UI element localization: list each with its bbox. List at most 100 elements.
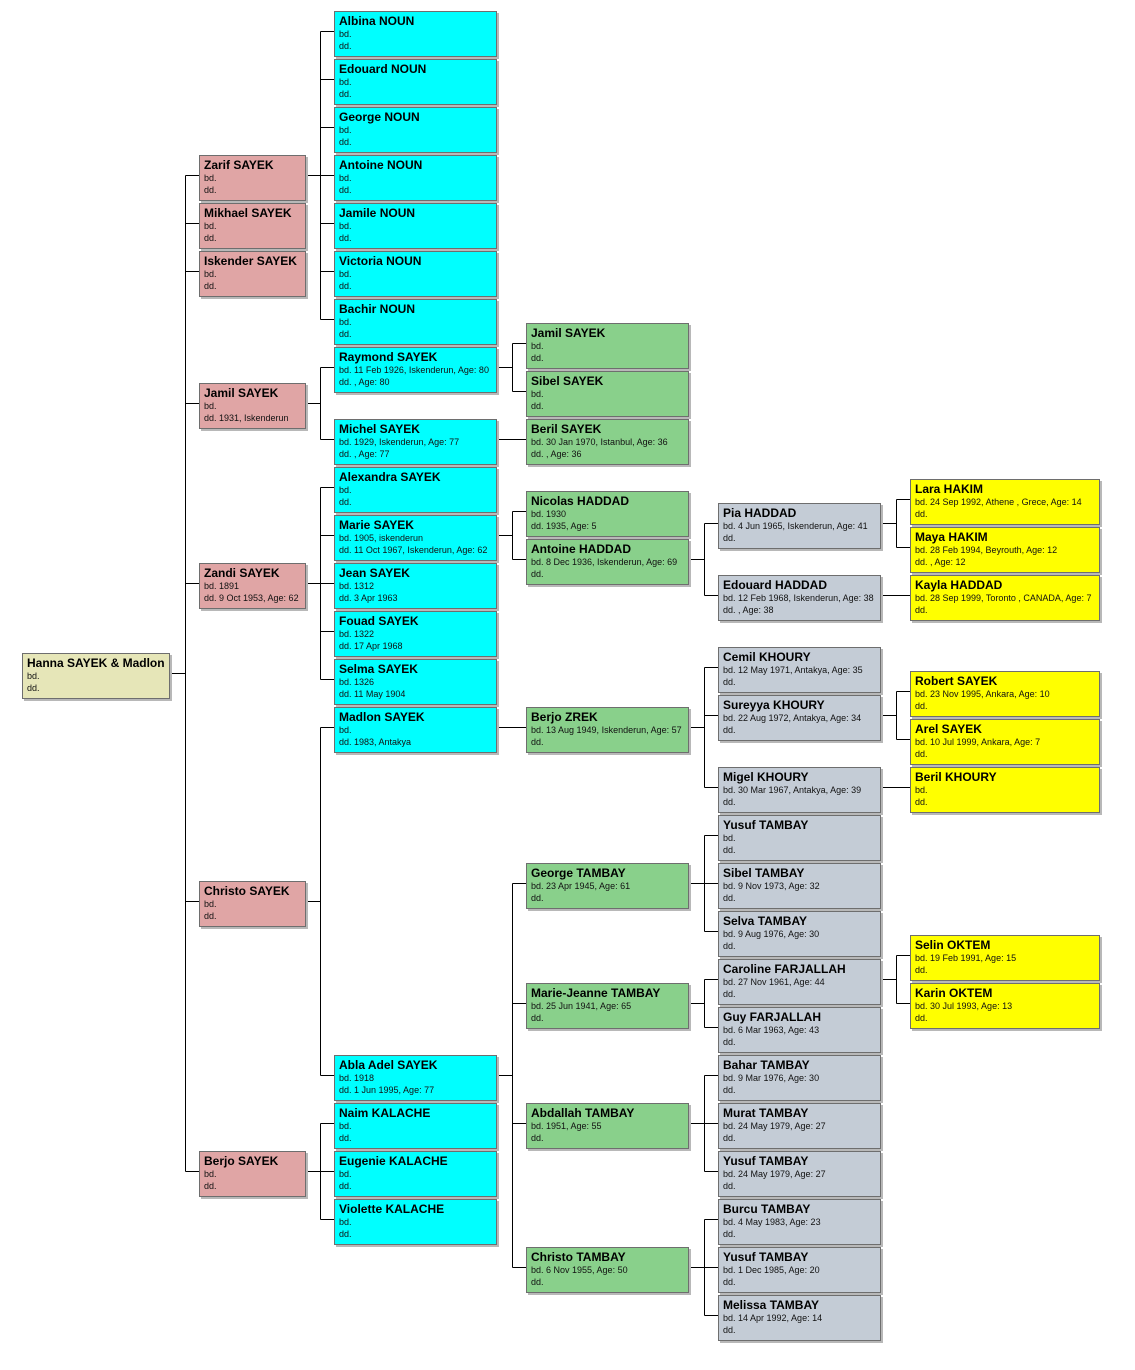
- birth-date: bd.: [339, 173, 352, 183]
- death-date: dd.: [723, 1085, 736, 1095]
- person-name: Yusuf TAMBAY: [723, 818, 809, 832]
- birth-date: bd. 1891: [204, 581, 240, 591]
- person-name: Madlon SAYEK: [339, 710, 425, 724]
- birth-date: bd. 1312: [339, 581, 375, 591]
- person-name: Antoine NOUN: [339, 158, 423, 172]
- death-date: dd. 17 Apr 1968: [339, 641, 403, 651]
- person-name: Eugenie KALACHE: [339, 1154, 448, 1168]
- birth-date: bd. 1951, Age: 55: [531, 1121, 602, 1131]
- birth-date: bd. 25 Jun 1941, Age: 65: [531, 1001, 632, 1011]
- death-date: dd.: [723, 1277, 736, 1287]
- birth-date: bd.: [339, 1217, 352, 1227]
- birth-date: bd.: [723, 833, 736, 843]
- person-name: Naim KALACHE: [339, 1106, 431, 1120]
- death-date: dd.: [723, 1133, 736, 1143]
- death-date: dd. 1935, Age: 5: [531, 521, 597, 531]
- birth-date: bd. 30 Jan 1970, Istanbul, Age: 36: [531, 437, 668, 447]
- death-date: dd.: [339, 329, 352, 339]
- person-name: Sibel SAYEK: [531, 374, 604, 388]
- person-name: Arel SAYEK: [915, 722, 982, 736]
- death-date: dd.: [723, 893, 736, 903]
- death-date: dd.: [531, 737, 544, 747]
- death-date: dd.: [915, 1013, 928, 1023]
- person-name: Jamile NOUN: [339, 206, 416, 220]
- person-name: Bahar TAMBAY: [723, 1058, 810, 1072]
- person-name: Selin OKTEM: [915, 938, 991, 952]
- death-date: dd.: [531, 569, 544, 579]
- person-name: Christo TAMBAY: [531, 1250, 626, 1264]
- death-date: dd.: [339, 41, 352, 51]
- birth-date: bd. 23 Apr 1945, Age: 61: [531, 881, 631, 891]
- death-date: dd.: [531, 353, 544, 363]
- birth-date: bd.: [339, 269, 352, 279]
- death-date: dd.: [339, 1229, 352, 1239]
- birth-date: bd. 19 Feb 1991, Age: 15: [915, 953, 1017, 963]
- death-date: dd.: [915, 749, 928, 759]
- person-name: Cemil KHOURY: [723, 650, 811, 664]
